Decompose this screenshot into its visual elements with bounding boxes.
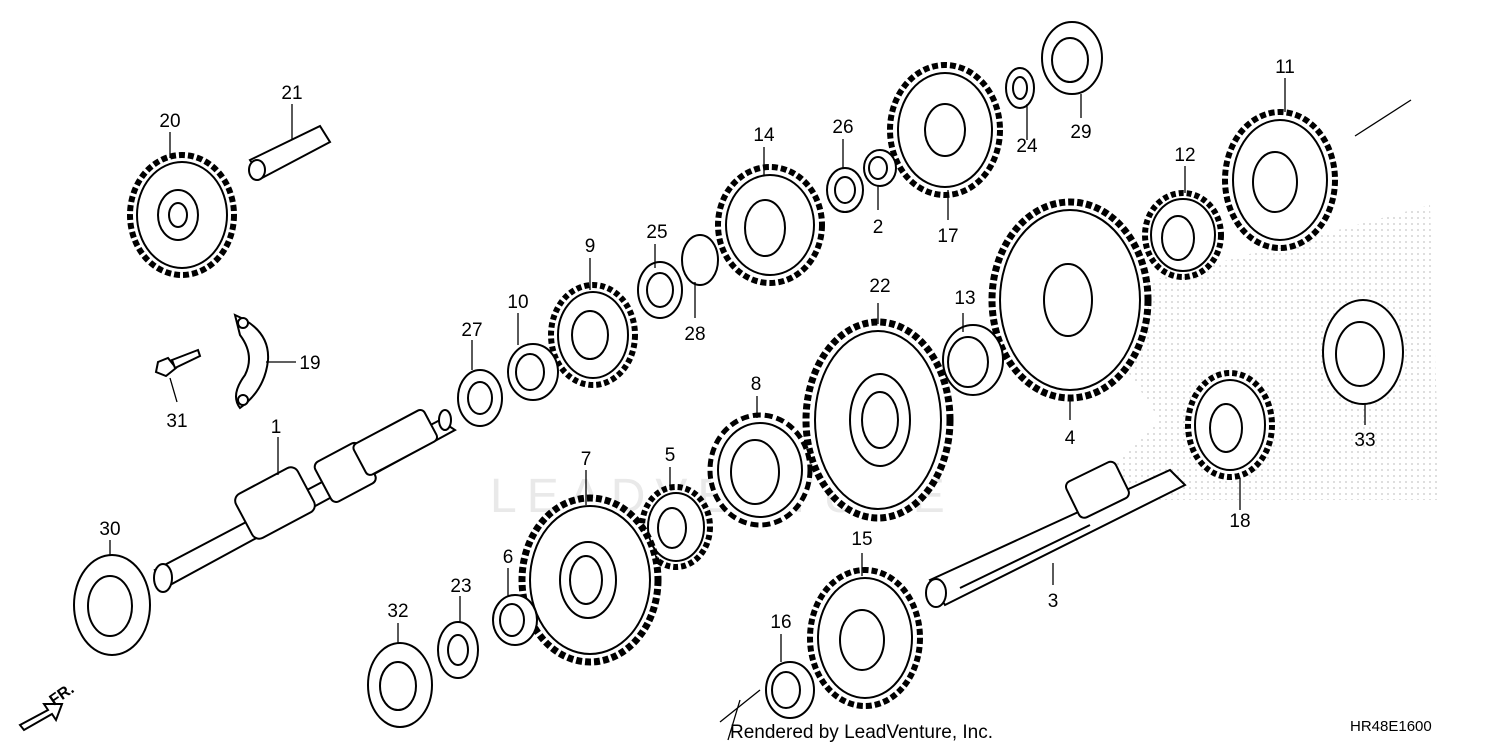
part-29-bearing [1041, 21, 1103, 95]
part-9-gear [548, 282, 638, 388]
callout-33: 33 [1354, 430, 1375, 451]
part-17-gear [887, 62, 1003, 198]
part-1-mainshaft [153, 408, 457, 593]
callout-7: 7 [581, 449, 592, 470]
callout-28: 28 [684, 324, 705, 345]
callout-18: 18 [1229, 511, 1250, 532]
callout-10: 10 [507, 292, 528, 313]
callout-14: 14 [753, 125, 775, 146]
callout-8: 8 [751, 374, 762, 395]
part-21-pin [248, 124, 332, 181]
part-19-plate [233, 313, 270, 410]
callout-30: 30 [99, 519, 120, 540]
callout-27: 27 [461, 320, 482, 341]
part-16-bushing [765, 661, 815, 719]
part-14-gear [715, 164, 825, 286]
part-33-bearing [1322, 299, 1404, 405]
callout-2: 2 [873, 217, 884, 238]
arrow-down-left-icon [18, 703, 64, 732]
callout-4: 4 [1065, 428, 1076, 449]
render-credit: Rendered by LeadVenture, Inc. [730, 722, 993, 743]
part-23-washer [437, 621, 479, 679]
callout-9: 9 [585, 236, 596, 257]
callout-13: 13 [954, 288, 975, 309]
callout-17: 17 [937, 226, 958, 247]
part-25-bearing [637, 261, 683, 319]
part-2-bushing [863, 149, 897, 187]
part-32-bearing [367, 642, 433, 728]
part-6-bushing [492, 594, 538, 646]
callout-5: 5 [665, 445, 676, 466]
part-24-washer [1005, 67, 1035, 109]
callout-22: 22 [869, 276, 890, 297]
leader-lines [109, 78, 1412, 741]
part-11-gear [1222, 109, 1338, 251]
part-26-washer [826, 167, 864, 213]
part-4-gear [988, 198, 1152, 402]
part-5-gear [639, 484, 713, 570]
part-27-washer [457, 369, 503, 427]
part-3-countershaft [925, 460, 1187, 608]
callout-1: 1 [271, 417, 282, 438]
callout-20: 20 [159, 111, 180, 132]
part-20-gear [127, 152, 237, 278]
callout-25: 25 [646, 222, 667, 243]
diagram-code: HR48E1600 [1350, 718, 1432, 735]
callout-19: 19 [299, 353, 320, 374]
callout-15: 15 [851, 529, 872, 550]
callout-32: 32 [387, 601, 408, 622]
part-31-bolt [154, 348, 202, 378]
part-18-gear [1185, 370, 1275, 480]
callout-23: 23 [450, 576, 471, 597]
callout-labels: 20 21 9 25 14 26 2 17 24 29 11 12 10 27 … [99, 57, 1375, 633]
part-10-bushing [507, 343, 559, 401]
front-direction-indicator: FR. [18, 681, 77, 732]
part-12-gear [1142, 190, 1224, 280]
callout-29: 29 [1070, 122, 1091, 143]
callout-26: 26 [832, 117, 853, 138]
callout-31: 31 [166, 411, 187, 432]
callout-24: 24 [1016, 136, 1038, 157]
callout-12: 12 [1174, 145, 1195, 166]
callout-21: 21 [281, 83, 302, 104]
callout-3: 3 [1048, 591, 1059, 612]
part-7-gear [518, 494, 662, 666]
part-8-gear [707, 412, 813, 528]
part-30-bearing [73, 554, 151, 656]
callout-11: 11 [1275, 57, 1295, 78]
callout-16: 16 [770, 612, 791, 633]
callout-6: 6 [503, 547, 514, 568]
part-13-bushing [942, 324, 1004, 396]
part-28-circlip [681, 234, 719, 286]
part-22-gear [802, 318, 954, 522]
part-15-gear [807, 567, 923, 709]
